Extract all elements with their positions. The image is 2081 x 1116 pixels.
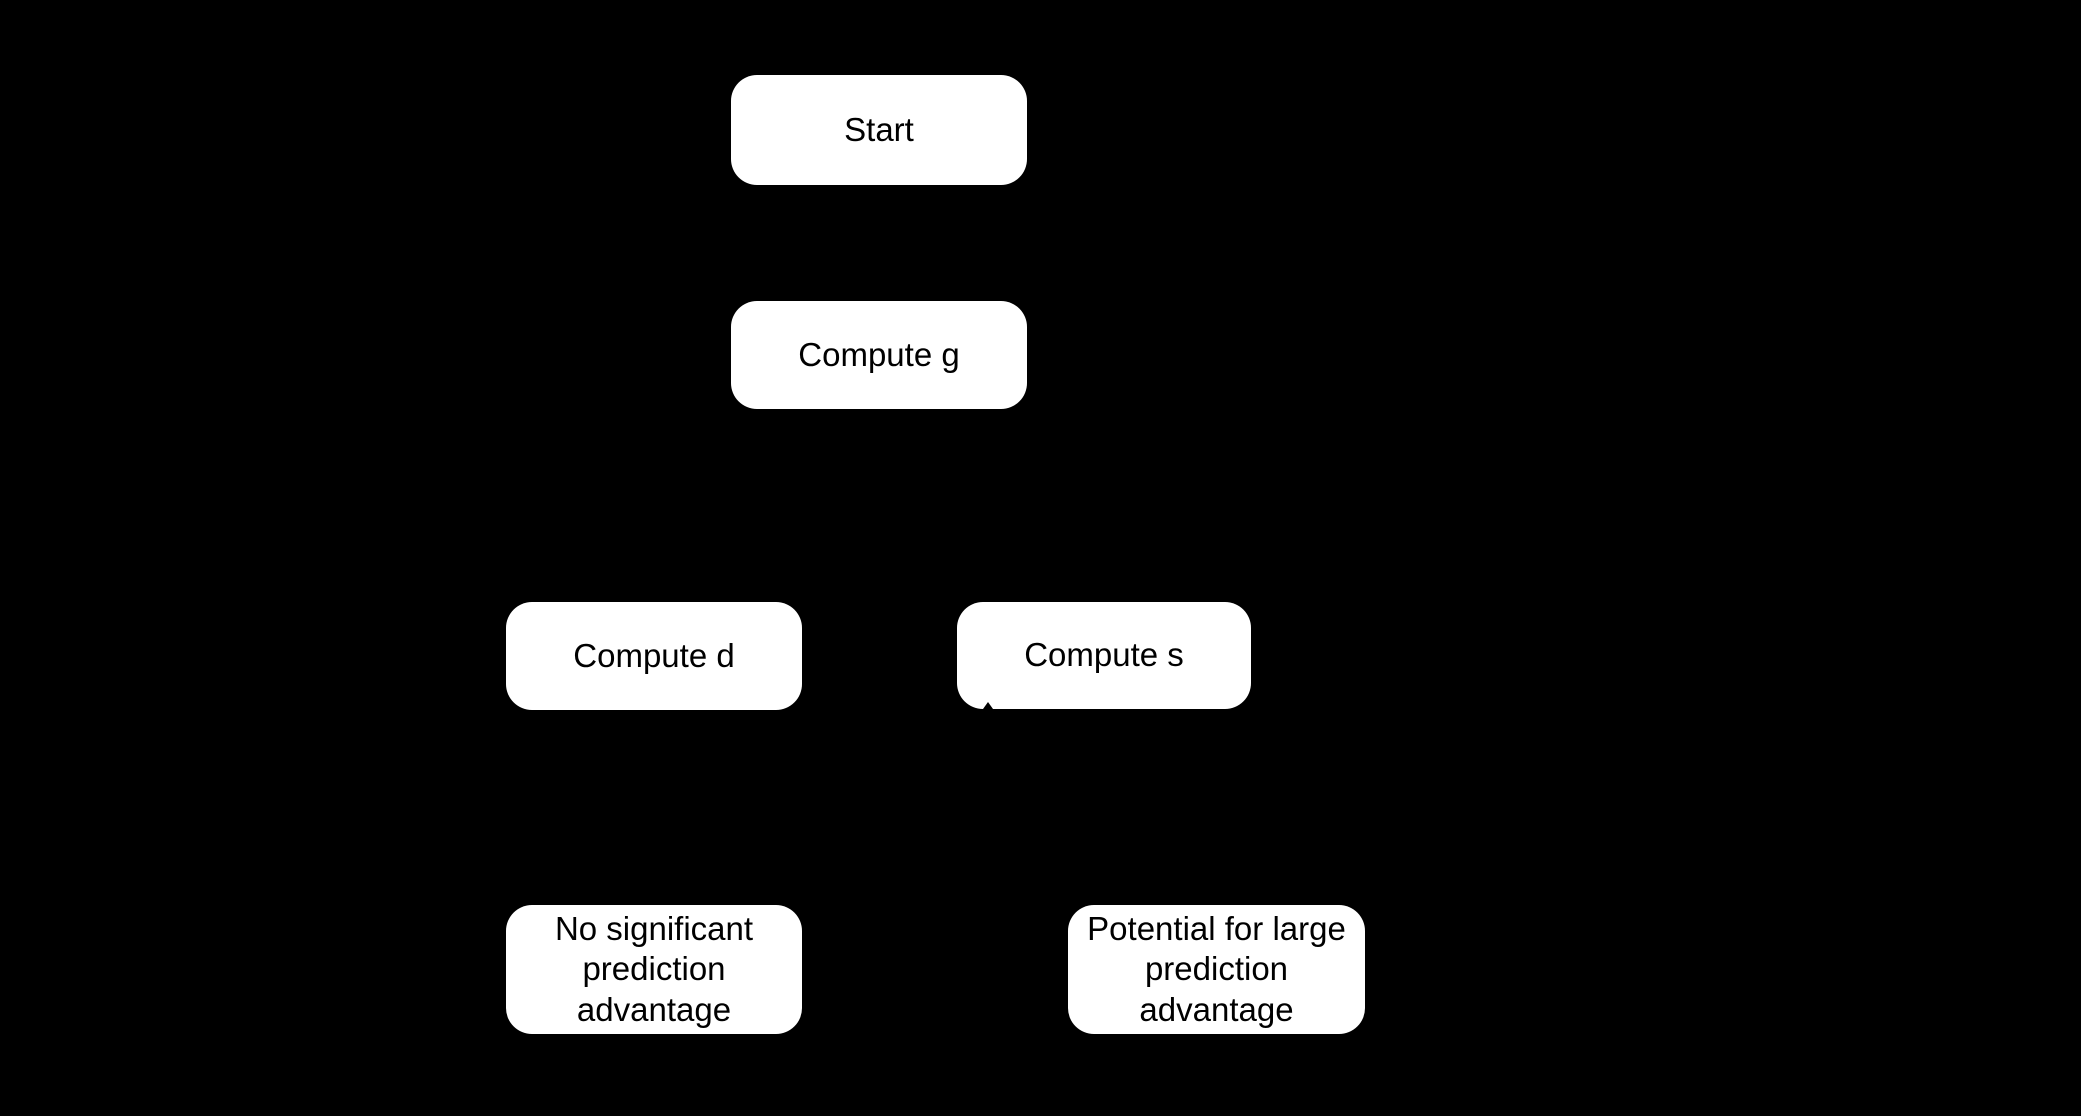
flowchart-node-compute-g: Compute g — [731, 301, 1027, 409]
node-label: Potential for large prediction advantage — [1087, 910, 1346, 1028]
arrowhead-tip-icon — [983, 702, 993, 709]
flowchart-node-compute-s: Compute s — [957, 602, 1251, 709]
node-label: No significant prediction advantage — [554, 910, 754, 1028]
node-label: Compute d — [573, 636, 735, 674]
flowchart-node-start: Start — [731, 75, 1027, 185]
flowchart-node-no-advantage: No significant prediction advantage — [506, 905, 802, 1034]
node-label: Start — [844, 110, 914, 148]
flowchart-node-compute-d: Compute d — [506, 602, 802, 710]
node-label: Compute s — [1024, 636, 1184, 674]
node-label: Compute g — [798, 335, 960, 373]
flowchart-node-large-advantage: Potential for large prediction advantage — [1068, 905, 1365, 1034]
